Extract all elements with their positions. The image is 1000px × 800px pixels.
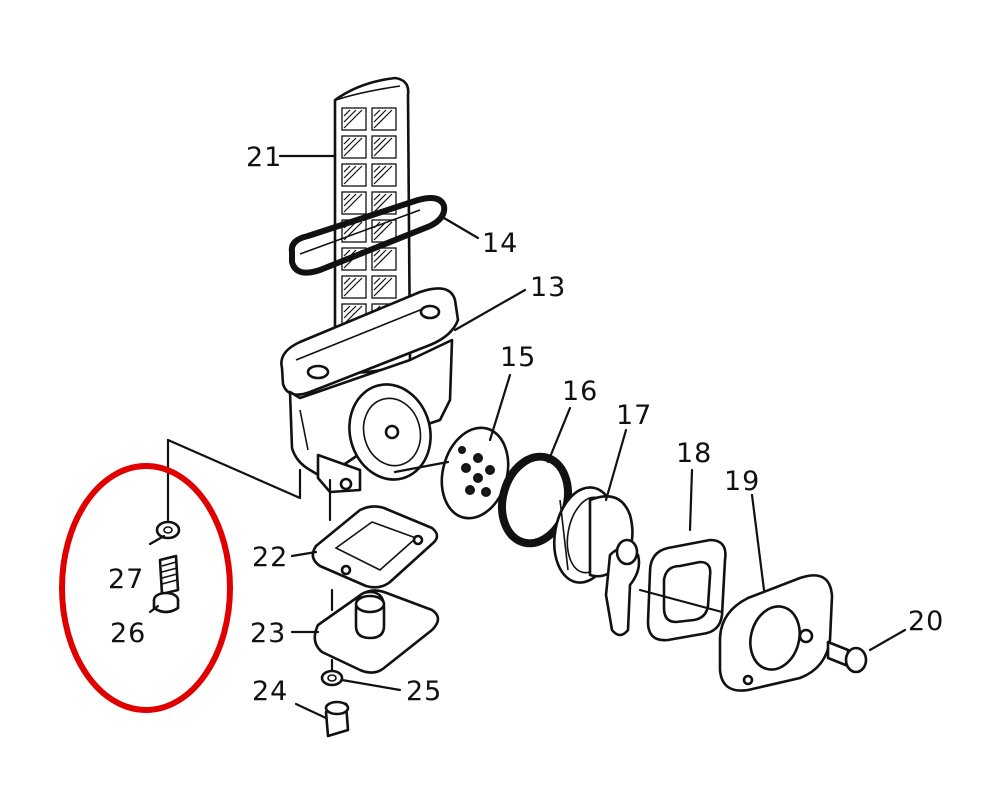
mesh-hatch (373, 249, 387, 263)
mesh-hatch (373, 193, 387, 207)
mesh-hatch (343, 305, 363, 325)
label-22: 22 (252, 542, 288, 573)
mesh-hatch (343, 109, 363, 129)
label-13: 13 (530, 272, 566, 303)
label-18: 18 (676, 438, 712, 469)
part-22-gasket (311, 505, 439, 589)
leader-lines (148, 154, 907, 720)
label-21: 21 (246, 142, 282, 173)
label-17: 17 (616, 400, 652, 431)
mesh-hatch (343, 249, 351, 257)
part-24-screw (324, 700, 350, 738)
highlight-ring (59, 463, 233, 713)
part-14-gasket (288, 195, 448, 276)
mesh-hatch (373, 137, 387, 151)
label-27: 27 (108, 564, 144, 595)
part-25-nut (320, 669, 344, 687)
mesh-hatch (343, 137, 351, 145)
mesh-hatch (343, 193, 351, 201)
mesh-hatch (373, 277, 393, 297)
mesh-hatch (373, 277, 381, 285)
part-13-valve-body (280, 287, 460, 494)
mesh-hatch (343, 193, 363, 213)
label-24: 24 (252, 676, 288, 707)
label-16: 16 (562, 376, 598, 407)
part-27-nut (155, 520, 181, 540)
label-19: 19 (724, 466, 760, 497)
mesh-hatch (373, 109, 387, 123)
label-25: 25 (406, 676, 442, 707)
mesh-hatch (343, 137, 357, 151)
label-15: 15 (500, 342, 536, 373)
mesh-hatch (343, 277, 363, 297)
mesh-hatch (343, 165, 351, 173)
mesh-hatch (343, 305, 357, 319)
mesh-hatch (373, 193, 381, 201)
mesh-hatch (373, 221, 393, 241)
part-26-bolt (152, 554, 180, 614)
label-23: 23 (250, 618, 286, 649)
part-23-bowl (313, 589, 440, 674)
mesh-hatch (373, 249, 393, 269)
label-14: 14 (482, 228, 518, 259)
label-20: 20 (908, 606, 944, 637)
mesh-hatch (373, 165, 381, 173)
mesh-hatch (343, 109, 351, 117)
mesh-hatch (373, 137, 393, 157)
mesh-hatch (343, 305, 351, 313)
mesh-hatch (343, 277, 351, 285)
mesh-hatch (373, 137, 381, 145)
part-18-gasket (646, 538, 727, 642)
part-19-cover-plate (718, 574, 834, 692)
label-26: 26 (110, 618, 146, 649)
part-15-plate (440, 426, 510, 520)
mesh-hatch (373, 109, 381, 117)
part-17-lever (553, 486, 641, 637)
mesh-hatch (373, 165, 387, 179)
mesh-hatch (343, 165, 357, 179)
mesh-hatch (343, 165, 363, 185)
mesh-hatch (343, 277, 357, 291)
part-20-screw (826, 640, 868, 674)
mesh-hatch (373, 165, 393, 185)
mesh-hatch (373, 109, 393, 129)
mesh-hatch (343, 109, 357, 123)
mesh-hatch (343, 193, 357, 207)
mesh-hatch (373, 277, 387, 291)
part-labels: 21 14 13 15 16 17 18 19 20 22 23 24 25 2… (108, 142, 944, 707)
mesh-hatch (373, 249, 381, 257)
mesh-hatch (343, 137, 363, 157)
mesh-hatch (373, 193, 393, 213)
